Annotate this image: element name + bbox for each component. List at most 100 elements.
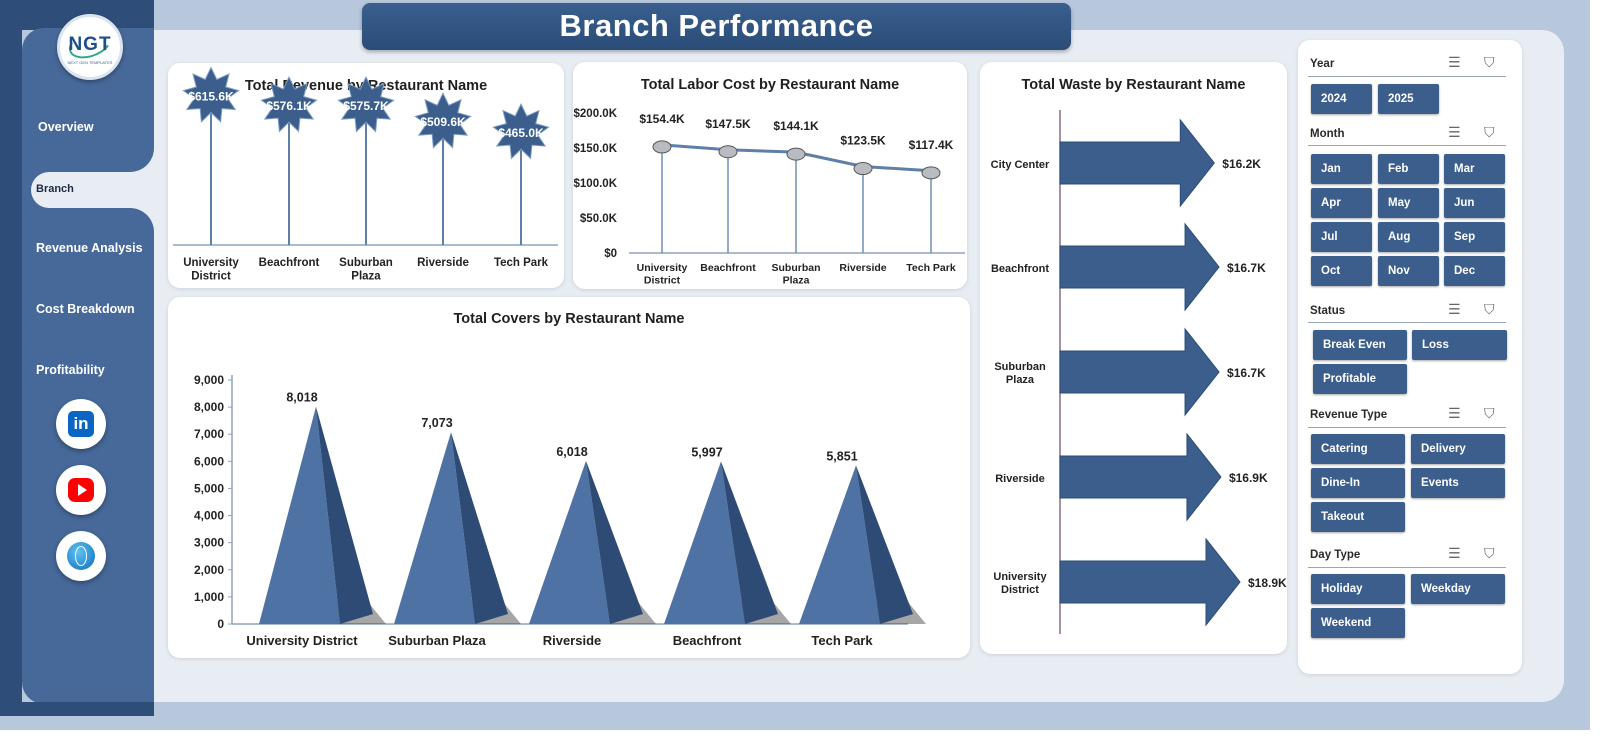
slicer-revenue-type-title: Revenue Type <box>1310 409 1388 421</box>
slicer-year-title: Year <box>1310 58 1335 70</box>
revenue-x-tick: Beachfront <box>259 257 320 269</box>
covers-y-tick: 8,000 <box>194 400 224 414</box>
nav-branch[interactable]: Branch <box>31 172 156 208</box>
slicer-month-may[interactable]: May <box>1378 188 1439 218</box>
slicer-year-2024[interactable]: 2024 <box>1311 84 1372 114</box>
labor-y-tick: $200.0K <box>574 108 618 120</box>
nav-cost-breakdown[interactable]: Cost Breakdown <box>36 302 135 316</box>
slicer-revenue-takeout[interactable]: Takeout <box>1311 502 1405 532</box>
covers-y-tick: 2,000 <box>194 563 224 577</box>
slicer-month-dec[interactable]: Dec <box>1444 256 1505 286</box>
nav-revenue-analysis[interactable]: Revenue Analysis <box>36 241 143 255</box>
covers-bar-side <box>721 461 778 624</box>
slicer-month-oct[interactable]: Oct <box>1311 256 1372 286</box>
slicer-month-mar[interactable]: Mar <box>1444 154 1505 184</box>
slicer-revenue-delivery[interactable]: Delivery <box>1411 434 1505 464</box>
labor-x-tick: Plaza <box>783 275 810 287</box>
waste-bar-arrow <box>1059 222 1220 312</box>
revenue-x-tick: University <box>183 257 239 269</box>
waste-bar-arrow <box>1059 118 1215 208</box>
logo-subtext: NEXT GEN TEMPLATES <box>67 60 113 65</box>
revenue-bar-marker <box>182 66 240 123</box>
multi-select-icon[interactable]: ☰ <box>1448 54 1461 70</box>
waste-bar-arrow <box>1059 327 1220 417</box>
covers-chart: 01,0002,0003,0004,0005,0006,0007,0008,00… <box>194 373 926 648</box>
waste-y-tick: Riverside <box>995 473 1045 485</box>
clear-filter-icon[interactable]: ⛉ <box>1484 545 1495 561</box>
labor-coin-marker <box>786 147 806 161</box>
labor-data-label: $123.5K <box>840 134 886 148</box>
slicer-month-nov[interactable]: Nov <box>1378 256 1439 286</box>
left-edge <box>0 0 22 716</box>
slicer-day-holiday[interactable]: Holiday <box>1311 574 1405 604</box>
waste-y-tick: Beachfront <box>991 263 1049 275</box>
covers-bar-side <box>856 465 913 624</box>
revenue-data-label: $465.0K <box>498 126 544 140</box>
youtube-icon <box>68 478 94 502</box>
multi-select-icon[interactable]: ☰ <box>1448 124 1461 140</box>
waste-y-tick: Suburban <box>994 361 1046 373</box>
page-title: Branch Performance <box>362 3 1071 50</box>
waste-data-label: $16.9K <box>1229 471 1268 485</box>
covers-bar-side <box>316 406 373 624</box>
nav-profitability[interactable]: Profitability <box>36 363 105 377</box>
labor-y-tick: $50.0K <box>580 213 618 225</box>
revenue-data-label: $575.7K <box>343 99 389 113</box>
slicer-revenue-events[interactable]: Events <box>1411 468 1505 498</box>
covers-x-tick: Tech Park <box>811 633 873 648</box>
covers-data-label: 5,851 <box>826 449 857 463</box>
slicer-revenue-catering[interactable]: Catering <box>1311 434 1405 464</box>
slicer-month-jan[interactable]: Jan <box>1311 154 1372 184</box>
labor-x-tick: Tech Park <box>906 262 956 274</box>
covers-x-tick: Beachfront <box>673 633 742 648</box>
slicer-status-loss[interactable]: Loss <box>1412 330 1507 360</box>
nav-overview[interactable]: Overview <box>38 120 94 134</box>
multi-select-icon[interactable]: ☰ <box>1448 405 1461 421</box>
youtube-button[interactable] <box>56 465 106 515</box>
slicer-month-aug[interactable]: Aug <box>1378 222 1439 252</box>
clear-filter-icon[interactable]: ⛉ <box>1484 301 1495 317</box>
clear-filter-icon[interactable]: ⛉ <box>1484 405 1495 421</box>
covers-x-tick: Riverside <box>543 633 602 648</box>
covers-data-label: 7,073 <box>421 416 452 430</box>
covers-bar <box>394 432 475 624</box>
sidebar <box>22 28 154 704</box>
labor-chart-card: Total Labor Cost by Restaurant Name $0$5… <box>573 62 967 289</box>
slicer-month-title: Month <box>1310 128 1345 140</box>
slicer-month-sep[interactable]: Sep <box>1444 222 1505 252</box>
slicer-status-break-even[interactable]: Break Even <box>1313 330 1407 360</box>
slicer-month-jun[interactable]: Jun <box>1444 188 1505 218</box>
revenue-bar-marker <box>260 75 318 133</box>
multi-select-icon[interactable]: ☰ <box>1448 301 1461 317</box>
labor-coin-marker <box>921 166 941 180</box>
website-button[interactable] <box>56 531 106 581</box>
waste-y-tick: University <box>993 571 1047 583</box>
covers-y-tick: 6,000 <box>194 454 224 468</box>
covers-chart-title: Total Covers by Restaurant Name <box>453 311 685 327</box>
slicer-day-weekday[interactable]: Weekday <box>1411 574 1505 604</box>
clear-filter-icon[interactable]: ⛉ <box>1484 54 1495 70</box>
revenue-chart-card: Total Revenue by Restaurant Name $615.6K… <box>168 63 564 288</box>
logo-text: NGT <box>68 34 112 55</box>
covers-bar <box>799 465 880 624</box>
waste-y-tick: District <box>1001 584 1039 596</box>
waste-y-tick: Plaza <box>1006 374 1035 386</box>
slicer-month-jul[interactable]: Jul <box>1311 222 1372 252</box>
linkedin-button[interactable]: in <box>56 399 106 449</box>
labor-x-tick: Riverside <box>839 262 886 274</box>
slicer-status-profitable[interactable]: Profitable <box>1313 364 1407 394</box>
slicer-divider <box>1308 76 1506 77</box>
revenue-chart: $615.6KUniversityDistrict$576.1KBeachfro… <box>173 66 558 283</box>
covers-data-label: 8,018 <box>286 391 317 405</box>
slicer-day-weekend[interactable]: Weekend <box>1311 608 1405 638</box>
slicer-revenue-dine-in[interactable]: Dine-In <box>1311 468 1405 498</box>
waste-data-label: $16.7K <box>1227 261 1266 275</box>
slicer-year-2025[interactable]: 2025 <box>1378 84 1439 114</box>
multi-select-icon[interactable]: ☰ <box>1448 545 1461 561</box>
revenue-x-tick: Riverside <box>417 257 469 269</box>
clear-filter-icon[interactable]: ⛉ <box>1484 124 1495 140</box>
slicer-month-feb[interactable]: Feb <box>1378 154 1439 184</box>
revenue-x-tick: Suburban <box>339 257 393 269</box>
slicer-month-apr[interactable]: Apr <box>1311 188 1372 218</box>
